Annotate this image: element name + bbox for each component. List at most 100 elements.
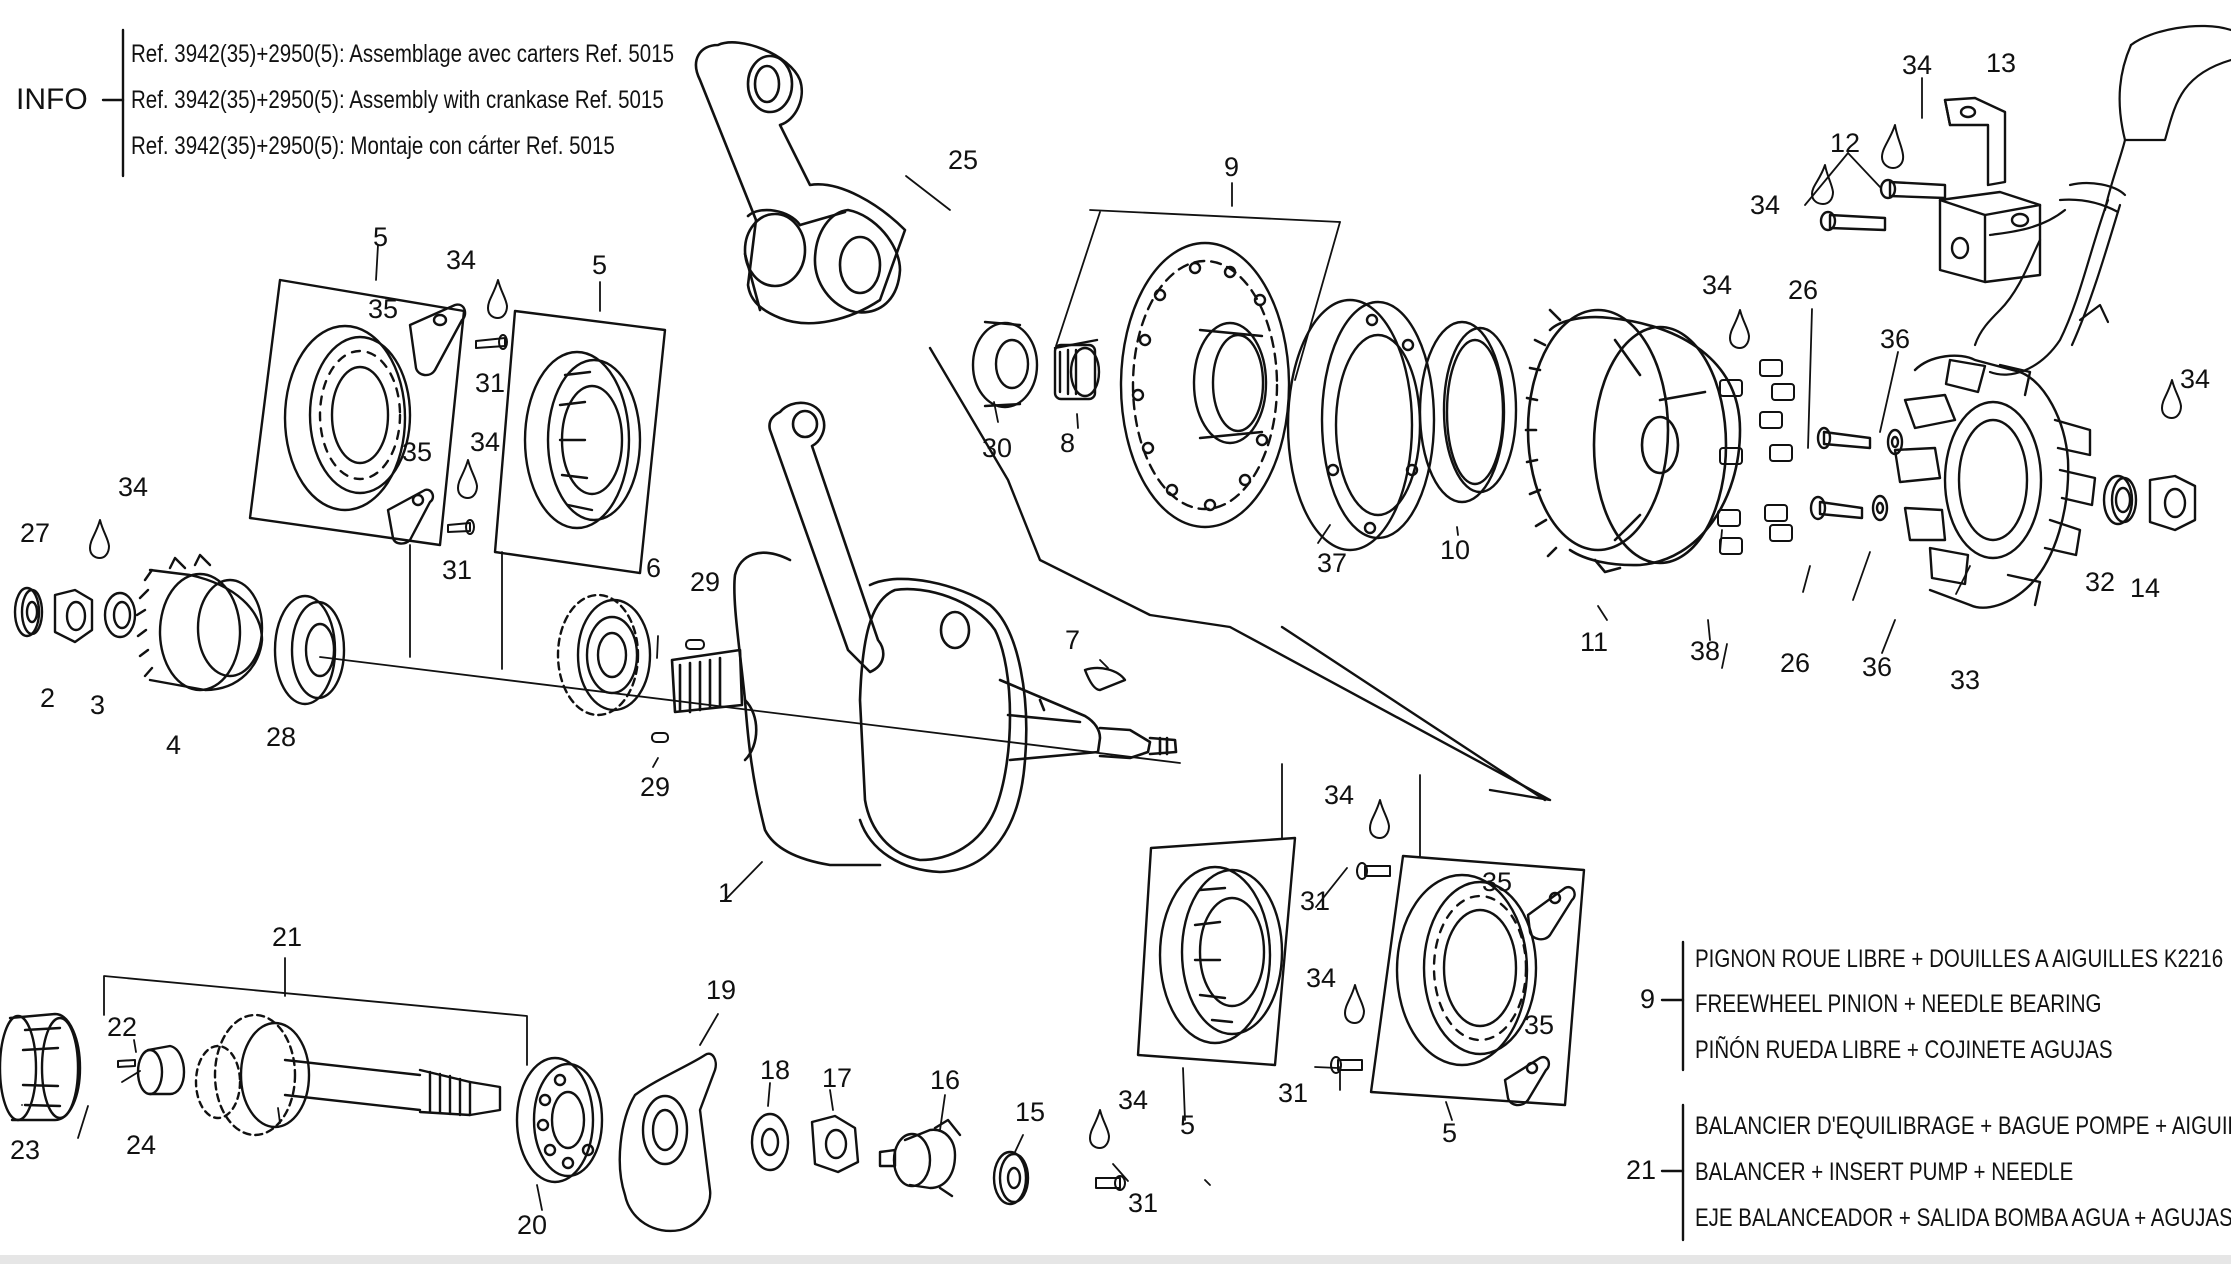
- bearing-15: [992, 1150, 1030, 1206]
- legend-21-line-es: EJE BALANCEADOR + SALIDA BOMBA AGUA + AG…: [1695, 1204, 2231, 1232]
- plates-35-lower: [1503, 885, 1576, 1107]
- callout-12: 12: [1830, 128, 1861, 158]
- key-7: [1083, 666, 1127, 692]
- washers-36: [1871, 428, 1904, 522]
- plates-35-upper: [386, 303, 467, 545]
- callout-36: 36: [1862, 652, 1893, 682]
- bush-24: [136, 1044, 186, 1096]
- callout-19: 19: [706, 975, 737, 1005]
- bearing-left-upper: [283, 324, 412, 512]
- callout-2: 2: [40, 683, 56, 713]
- bearing-right-roller: [1158, 865, 1284, 1045]
- needle-bearing-8: [1053, 343, 1101, 401]
- counterweight-19: [618, 1052, 717, 1233]
- callout-16: 16: [930, 1065, 961, 1095]
- legend-21-line-en: BALANCER + INSERT PUMP + NEEDLE: [1695, 1158, 2074, 1186]
- leader-lines: [21, 77, 1971, 1211]
- callout-32: 32: [2085, 567, 2116, 597]
- part-32: [2102, 474, 2138, 526]
- callout-5: 5: [592, 250, 608, 280]
- callout-25: 25: [948, 145, 979, 175]
- callout-34: 34: [1324, 780, 1355, 810]
- callout-34: 34: [1306, 963, 1337, 993]
- callout-6: 6: [646, 553, 662, 583]
- needle-bearing-23: [0, 1012, 82, 1122]
- callout-23: 23: [10, 1135, 41, 1165]
- stator-33: [1893, 354, 2097, 609]
- callout-22: 22: [107, 1012, 138, 1042]
- bolts-26: [1809, 426, 1872, 521]
- bearing-left-roller: [523, 350, 642, 530]
- info-label: INFO: [16, 83, 88, 116]
- callout-7: 7: [1065, 625, 1081, 655]
- flywheel-11: [1524, 308, 1742, 574]
- cable-harness: [1973, 24, 2231, 376]
- nut-17: [810, 1114, 860, 1174]
- legend-9-line-en: FREEWHEEL PINION + NEEDLE BEARING: [1695, 990, 2102, 1018]
- legend-9-number: 9: [1640, 984, 1656, 1014]
- callout-26: 26: [1788, 275, 1819, 305]
- callout-8: 8: [1060, 428, 1076, 458]
- balancer-shaft: [194, 1013, 502, 1137]
- callout-34: 34: [1902, 50, 1933, 80]
- callout-29: 29: [690, 567, 721, 597]
- callout-31: 31: [442, 555, 473, 585]
- callout-34: 34: [2180, 364, 2211, 394]
- washer-18: [750, 1112, 790, 1172]
- callout-30: 30: [982, 433, 1013, 463]
- info-bracket: [101, 28, 125, 178]
- bottom-border: [0, 1255, 2231, 1264]
- callout-37: 37: [1317, 548, 1348, 578]
- info-line-en: Ref. 3942(35)+2950(5): Assembly with cra…: [131, 86, 664, 114]
- small-bolts: [1717, 359, 1795, 555]
- callout-18: 18: [760, 1055, 791, 1085]
- callout-34: 34: [446, 245, 477, 275]
- callout-35: 35: [368, 294, 399, 324]
- callout-5: 5: [373, 222, 389, 252]
- pins-29: [651, 639, 705, 743]
- bearing-right-ball: [1395, 873, 1538, 1067]
- callout-26: 26: [1780, 648, 1811, 678]
- callout-31: 31: [1128, 1188, 1159, 1218]
- callout-35: 35: [402, 437, 433, 467]
- callout-21: 21: [272, 922, 303, 952]
- legend-9-line-es: PIÑÓN RUEDA LIBRE + COJINETE AGUJAS: [1695, 1036, 2113, 1064]
- part-16: [878, 1118, 962, 1198]
- oil-drops-34: [89, 124, 2182, 1149]
- callout-4: 4: [166, 730, 182, 760]
- bearing-20: [515, 1056, 604, 1184]
- connecting-rod-upper: [694, 41, 907, 325]
- callout-3: 3: [90, 690, 106, 720]
- callout-35: 35: [1482, 867, 1513, 897]
- callout-31: 31: [1278, 1078, 1309, 1108]
- callout-29: 29: [640, 772, 671, 802]
- callout-24: 24: [126, 1130, 157, 1160]
- group-boxes: [248, 278, 1586, 1107]
- callout-11: 11: [1580, 627, 1609, 657]
- info-line-es: Ref. 3942(35)+2950(5): Montaje con cárte…: [131, 132, 615, 160]
- callout-28: 28: [266, 722, 297, 752]
- guide-lines: [103, 209, 1421, 1066]
- callout-36: 36: [1880, 324, 1911, 354]
- parts-left-shaft: [13, 553, 346, 706]
- nut-14: [2148, 474, 2197, 532]
- callout-5: 5: [1180, 1110, 1196, 1140]
- part-37: [1286, 298, 1436, 552]
- callout-34: 34: [470, 427, 501, 457]
- screws-31: [447, 334, 1391, 1191]
- callout-15: 15: [1015, 1097, 1046, 1127]
- callout-5: 5: [1442, 1118, 1458, 1148]
- gear-6: [556, 593, 652, 717]
- crankshaft: [670, 401, 1178, 874]
- legend-9-line-fr: PIGNON ROUE LIBRE + DOUILLES A AIGUILLES…: [1695, 945, 2224, 973]
- callout-13: 13: [1986, 48, 2017, 78]
- callout-34: 34: [1750, 190, 1781, 220]
- callout-17: 17: [822, 1063, 853, 1093]
- callout-14: 14: [2130, 573, 2161, 603]
- callout-34: 34: [118, 472, 149, 502]
- callout-31: 31: [1300, 886, 1331, 916]
- callout-34: 34: [1118, 1085, 1149, 1115]
- freewheel-sprocket: [1119, 241, 1291, 529]
